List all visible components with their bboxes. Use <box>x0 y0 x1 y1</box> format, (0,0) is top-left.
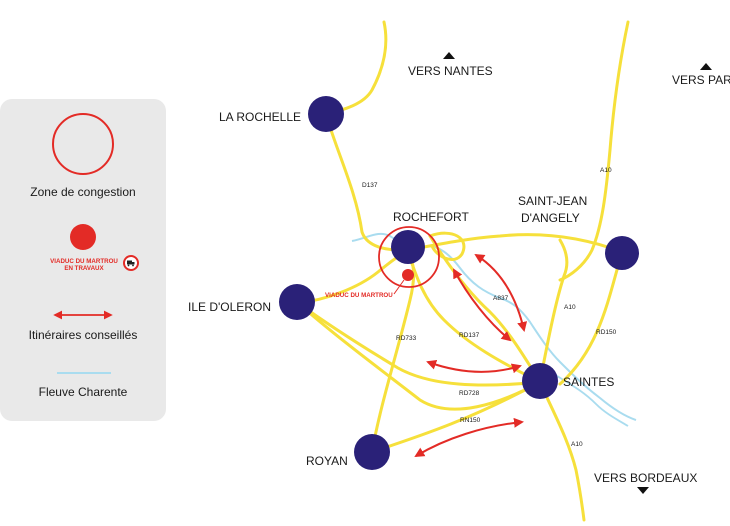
road-label-d137: D137 <box>362 182 378 189</box>
congestion-circle-icon <box>52 113 114 175</box>
label-saint-jean-2: D'ANGELY <box>521 211 580 225</box>
legend-river-label: Fleuve Charente <box>39 385 128 399</box>
label-royan: ROYAN <box>306 454 348 468</box>
legend-congestion-label: Zone de congestion <box>30 185 135 199</box>
no-truck-icon <box>123 255 139 271</box>
legend-viaduct-label-1: VIADUC DU MARTROU <box>50 258 118 265</box>
viaduct-dot-icon <box>70 224 96 250</box>
city-rochefort[interactable] <box>391 230 425 264</box>
road-label-rn150: RN150 <box>460 417 481 424</box>
congestion-zone <box>378 226 440 288</box>
road-rd733 <box>296 301 542 387</box>
road-label-rd137: RD137 <box>459 332 480 339</box>
legend: Zone de congestion VIADUC DU MARTROU EN … <box>0 99 166 421</box>
label-saint-jean-1: SAINT-JEAN <box>518 194 587 208</box>
road-label-rd728: RD728 <box>459 390 480 397</box>
viaduct-pointer-line <box>393 279 405 295</box>
label-vers-paris: VERS PARIS <box>672 73 730 87</box>
north-triangle-icon <box>700 63 712 70</box>
road-label-rd150: RD150 <box>596 329 617 336</box>
road-label-a837: A837 <box>493 295 509 302</box>
legend-itineraries-label: Itinéraires conseillés <box>29 328 138 342</box>
label-la-rochelle: LA ROCHELLE <box>219 110 301 124</box>
label-ile-oleron: ILE D'OLERON <box>188 300 271 314</box>
itinerary-arrow-a837 <box>474 253 528 332</box>
north-triangle-icon <box>443 52 455 59</box>
viaduct-dot <box>402 269 414 281</box>
city-royan[interactable] <box>354 434 390 470</box>
label-vers-nantes: VERS NANTES <box>408 64 493 78</box>
road-label-a10-south: A10 <box>571 441 583 448</box>
river-charente <box>351 232 637 421</box>
river-branch <box>547 369 629 427</box>
directions: VERS NANTES VERS PARIS VERS BORDEAUX <box>408 52 730 494</box>
legend-viaduct-label-2: EN TRAVAUX <box>64 265 104 272</box>
label-vers-bordeaux: VERS BORDEAUX <box>594 471 697 485</box>
viaduct-map-label: VIADUC DU MARTROU <box>325 292 393 299</box>
road-rochefort-east <box>406 233 624 254</box>
itinerary-arrow-rd728 <box>426 359 522 374</box>
city-la-rochelle[interactable] <box>308 96 344 132</box>
itinerary-arrow-rn150 <box>414 417 524 458</box>
label-rochefort: ROCHEFORT <box>393 210 469 224</box>
road-a10 <box>538 238 569 384</box>
road-a10-south <box>538 380 586 522</box>
road-royan-rochefort <box>370 250 416 454</box>
city-saintes[interactable] <box>522 363 558 399</box>
road-rn150 <box>370 380 542 454</box>
road-label-a10-mid: A10 <box>564 304 576 311</box>
label-saintes: SAINTES <box>563 375 614 389</box>
road-a10-north <box>558 20 630 282</box>
city-labels: LA ROCHELLE ROCHEFORT SAINT-JEAN D'ANGEL… <box>188 110 614 468</box>
legend-panel <box>0 99 166 421</box>
city-saint-jean-dangely[interactable] <box>605 236 639 270</box>
advised-itineraries <box>414 253 528 458</box>
cities <box>279 96 639 470</box>
city-ile-oleron[interactable] <box>279 284 315 320</box>
road-rd733-south <box>296 301 542 411</box>
south-triangle-icon <box>637 487 649 494</box>
road-label-rd733: RD733 <box>396 335 417 342</box>
road-label-a10-north: A10 <box>600 167 612 174</box>
road-rd150 <box>558 250 624 386</box>
itinerary-arrow-rd137 <box>453 268 512 342</box>
